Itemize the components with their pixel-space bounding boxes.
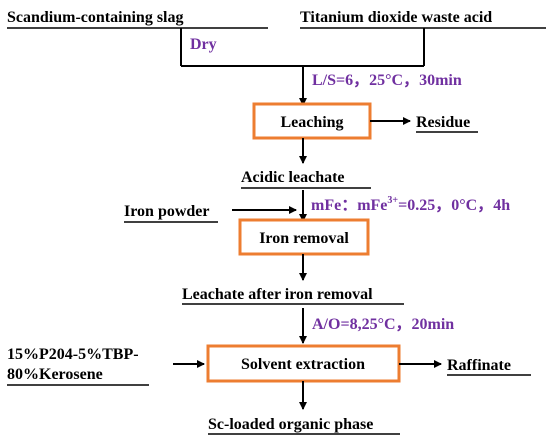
output-residue: Residue (416, 114, 470, 131)
input-scandium-slag: Scandium-containing slag (7, 9, 183, 26)
product-acidic-leachate: Acidic leachate (241, 169, 345, 186)
input-iron-powder: Iron powder (124, 203, 210, 220)
input-extractant-line1: 15%P204-5%TBP- (7, 346, 139, 363)
product-sc-loaded-organic-phase: Sc-loaded organic phase (208, 416, 373, 433)
condition-dry: Dry (190, 36, 217, 53)
input-titanium-waste-acid: Titanium dioxide waste acid (300, 9, 492, 26)
process-box-leaching (252, 102, 372, 140)
condition-iron-removal-prefix: mFe：mFe (311, 197, 387, 214)
input-extractant-line2: 80%Kerosene (7, 366, 103, 383)
condition-leaching: L/S=6，25°C，30min (312, 72, 462, 89)
process-leaching-label: Leaching (280, 114, 343, 131)
condition-iron-removal: mFe：mFe3+=0.25，0°C，4h (311, 195, 510, 214)
output-raffinate: Raffinate (447, 357, 511, 374)
process-iron-removal-label: Iron removal (259, 230, 349, 247)
condition-iron-removal-sup: 3+ (387, 195, 398, 206)
process-solvent-extraction-label: Solvent extraction (241, 356, 365, 373)
condition-iron-removal-suffix: =0.25，0°C，4h (398, 197, 510, 214)
product-leachate-after-iron-removal: Leachate after iron removal (182, 286, 373, 303)
condition-extraction: A/O=8,25°C，20min (312, 316, 454, 333)
